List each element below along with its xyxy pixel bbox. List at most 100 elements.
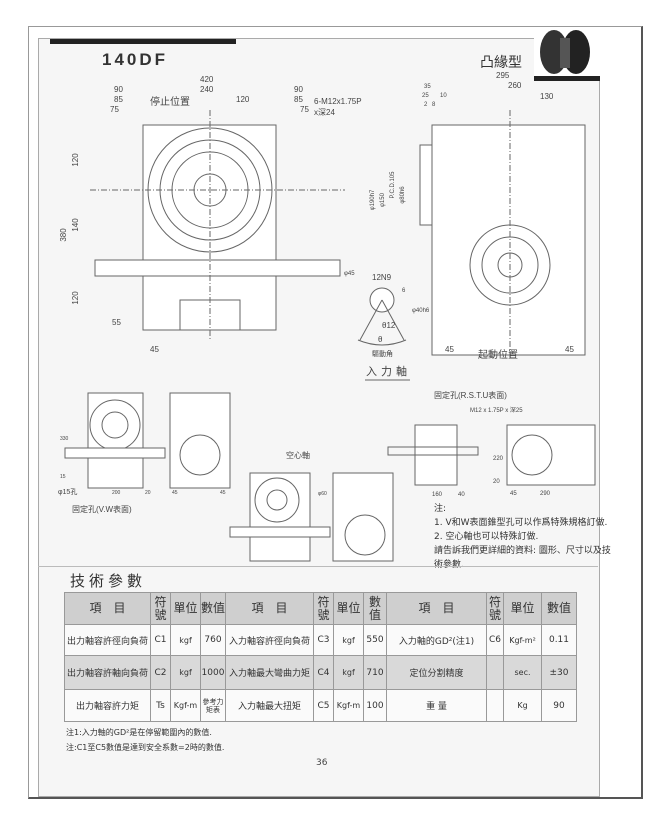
svg-text:P.C.D.105: P.C.D.105 <box>390 171 396 199</box>
spec-table: 項 目 符號 單位 數值 項 目 符號 單位 數值 項 目 符號 單位 數值 出… <box>64 592 577 722</box>
cell: kgf <box>333 624 364 656</box>
svg-text:2: 2 <box>424 102 428 108</box>
note-item: 1. V和W表面錐型孔可以作爲特殊規格訂做. <box>434 518 608 528</box>
col-header: 數值 <box>200 592 226 625</box>
svg-text:160: 160 <box>432 492 443 498</box>
photo-bar <box>534 76 600 81</box>
svg-text:45: 45 <box>510 491 517 497</box>
svg-text:220: 220 <box>493 456 504 462</box>
col-header: 符號 <box>486 592 504 625</box>
svg-text:固定孔(V.W表面): 固定孔(V.W表面) <box>72 504 132 514</box>
svg-text:130: 130 <box>540 92 554 101</box>
svg-text:25: 25 <box>422 93 429 99</box>
col-header: 項 目 <box>64 592 151 625</box>
cell: 出力軸容許力矩 <box>64 689 151 722</box>
side-view <box>419 110 586 360</box>
svg-text:40: 40 <box>458 492 465 498</box>
svg-text:15: 15 <box>60 474 66 480</box>
note-item: 2. 空心軸也可以特殊訂做. <box>434 532 539 542</box>
model-title: 140DF <box>102 50 169 69</box>
svg-text:停止位置: 停止位置 <box>150 95 190 108</box>
cell: Kgf-m <box>333 689 364 722</box>
front-view <box>90 110 345 340</box>
table-row: 出力軸容許徑向負荷 C1 kgf 760 入力軸容許徑向負荷 C3 kgf 55… <box>64 624 577 656</box>
svg-text:10: 10 <box>440 93 447 99</box>
svg-text:380: 380 <box>59 228 68 242</box>
note-item: 術參數. <box>434 560 464 570</box>
col-header: 項 目 <box>225 592 314 625</box>
svg-text:12N9: 12N9 <box>372 273 392 282</box>
col-header: 項 目 <box>386 592 487 625</box>
svg-text:空心軸: 空心軸 <box>286 450 310 460</box>
svg-text:φ40h6: φ40h6 <box>412 308 430 314</box>
col-header: 數值 <box>363 592 387 625</box>
svg-text:75: 75 <box>110 105 119 114</box>
svg-text:45: 45 <box>220 490 226 496</box>
note-item: 請告訴我們更詳細的資料: 圖形、尺寸以及技 <box>434 546 611 556</box>
svg-text:θ12: θ12 <box>382 321 396 330</box>
svg-text:20: 20 <box>145 490 151 496</box>
small-views <box>64 392 596 562</box>
cell: kgf <box>170 624 201 656</box>
product-photo <box>534 30 600 76</box>
cell: 0.11 <box>541 624 577 656</box>
cell: ±30 <box>541 655 577 690</box>
cell: Kgf-m² <box>503 624 542 656</box>
page-number: 36 <box>316 758 328 768</box>
cell: C3 <box>313 624 334 656</box>
svg-text:120: 120 <box>236 95 250 104</box>
svg-text:120: 120 <box>71 153 80 167</box>
spec-title: 技術參數 <box>70 572 147 590</box>
cell: 重 量 <box>386 689 487 722</box>
svg-text:固定孔(R.S.T.U表面): 固定孔(R.S.T.U表面) <box>434 390 507 400</box>
col-header: 單位 <box>503 592 542 625</box>
cell: 定位分割精度 <box>386 655 487 690</box>
svg-text:290: 290 <box>540 491 551 497</box>
dimension-labels: 420 90 240 90 85 120 85 75 75 120 140 38… <box>58 71 574 514</box>
cell: 100 <box>363 689 387 722</box>
cell: sec. <box>503 655 542 690</box>
page-border <box>28 26 643 799</box>
svg-text:x深24: x深24 <box>314 108 335 117</box>
svg-text:35: 35 <box>424 84 431 90</box>
svg-text:6: 6 <box>402 288 406 294</box>
svg-text:M12 x 1.75P x 深25: M12 x 1.75P x 深25 <box>470 406 523 414</box>
svg-text:260: 260 <box>508 81 522 90</box>
divider <box>38 566 598 567</box>
svg-text:75: 75 <box>300 105 309 114</box>
svg-text:240: 240 <box>200 85 214 94</box>
input-shaft-detail <box>357 287 410 381</box>
col-header: 符號 <box>313 592 334 625</box>
type-label: 凸緣型 <box>480 55 522 71</box>
table-note: 注:C1至C5數值是達到安全系數=2時的數值. <box>66 743 225 752</box>
svg-text:6-M12x1.75P: 6-M12x1.75P <box>314 97 362 106</box>
cell: 710 <box>363 655 387 690</box>
table-header-row: 項 目 符號 單位 數值 項 目 符號 單位 數值 項 目 符號 單位 數值 <box>64 592 577 625</box>
svg-text:120: 120 <box>71 291 80 305</box>
col-header: 單位 <box>333 592 364 625</box>
svg-text:200: 200 <box>112 490 121 496</box>
cell: 出力軸容許徑向負荷 <box>64 624 151 656</box>
cell: 入力軸最大扭矩 <box>225 689 314 722</box>
header-bar <box>50 39 236 44</box>
cell: 入力軸的GD²(注1) <box>386 624 487 656</box>
cell <box>486 655 504 690</box>
svg-text:θ: θ <box>378 335 383 344</box>
cell: kgf <box>170 655 201 690</box>
svg-text:φ150: φ150 <box>380 192 386 207</box>
table-row: 出力軸容許軸向負荷 C2 kgf 1000 入力軸最大彎曲力矩 C4 kgf 7… <box>64 655 577 690</box>
table-row: 出力軸容許力矩 Ts Kgf-m 參考力矩表 入力軸最大扭矩 C5 Kgf-m … <box>64 689 577 722</box>
cell: 參考力矩表 <box>200 689 226 722</box>
cell: Ts <box>150 689 171 722</box>
svg-text:45: 45 <box>445 345 454 354</box>
cell: C5 <box>313 689 334 722</box>
svg-text:20: 20 <box>493 479 500 485</box>
svg-text:φ80h6: φ80h6 <box>400 186 406 204</box>
cell <box>486 689 504 722</box>
cell: 760 <box>200 624 226 656</box>
cell: C4 <box>313 655 334 690</box>
cell: C1 <box>150 624 171 656</box>
svg-text:45: 45 <box>172 490 178 496</box>
svg-text:φ15孔: φ15孔 <box>58 488 77 496</box>
